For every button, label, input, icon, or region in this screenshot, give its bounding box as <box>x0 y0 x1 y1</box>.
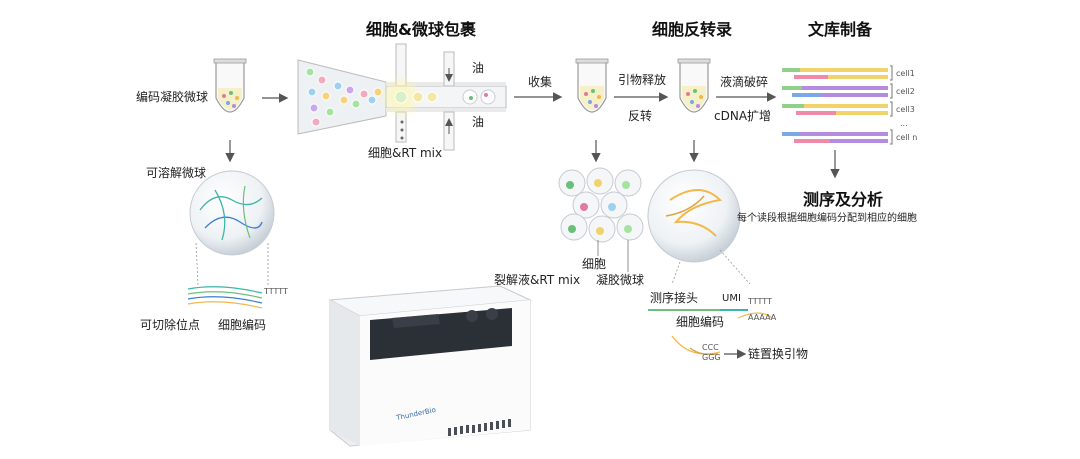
label-lysis-rt-mix: 裂解液&RT mix <box>494 273 581 287</box>
label-cleavage-site: 可切除位点 <box>140 318 201 332</box>
header-library-prep: 文库制备 <box>808 20 873 39</box>
library-reads <box>782 65 893 145</box>
header-reverse-transcription: 细胞反转录 <box>652 20 733 39</box>
adapter-strand <box>648 309 773 359</box>
label-polya: AAAAA <box>748 313 777 322</box>
label-cell-barcode: 细胞编码 <box>218 318 267 332</box>
label-collect: 收集 <box>528 75 553 89</box>
barcode-oligos <box>187 286 263 309</box>
label-seq-adapter: 测序接头 <box>650 291 699 305</box>
droplet-cluster <box>558 167 644 272</box>
rt-sphere <box>647 169 751 285</box>
label-barcode-beads: 编码凝胶微球 <box>136 90 209 104</box>
label-ccc: CCC <box>702 343 719 352</box>
label-oil-top: 油 <box>472 61 485 75</box>
label-cell-1: cell1 <box>896 69 915 78</box>
label-cell-barcode-2: 细胞编码 <box>676 315 725 329</box>
label-cell-2: cell2 <box>896 87 915 96</box>
soluble-bead-sphere <box>189 170 275 286</box>
label-seq-analysis-desc: 每个读段根据细胞编码分配到相应的细胞 <box>737 213 917 224</box>
label-cdna-amp: cDNA扩增 <box>714 109 772 123</box>
label-umi: UMI <box>722 293 741 304</box>
label-template-switch: 链置换引物 <box>748 347 809 361</box>
microfluidic-chip <box>297 43 507 151</box>
label-soluble-beads: 可溶解微球 <box>146 166 207 180</box>
header-encapsulation: 细胞&微球包裹 <box>366 20 476 39</box>
label-cell-n: cell n <box>896 133 918 142</box>
label-emulsion-break: 液滴破碎 <box>720 75 769 89</box>
instrument <box>328 285 532 447</box>
label-oil-bottom: 油 <box>472 115 485 129</box>
label-ggg: GGG <box>702 353 721 362</box>
chip-beads <box>305 67 383 127</box>
tube-rt <box>677 58 711 113</box>
tube-collected <box>575 58 609 113</box>
label-polyt-small: TTTTT <box>264 287 288 296</box>
label-cells-rt-mix: 细胞&RT mix <box>368 146 443 160</box>
label-primer-release: 引物释放 <box>618 73 667 87</box>
vent-slots <box>448 419 511 436</box>
label-cell: 细胞 <box>582 257 607 271</box>
label-reverse: 反转 <box>628 109 653 123</box>
label-cell-ellipsis: ... <box>900 119 908 128</box>
header-sequencing: 测序及分析 <box>803 190 884 209</box>
label-cell-3: cell3 <box>896 105 915 114</box>
label-gel-bead: 凝胶微球 <box>596 273 645 287</box>
tube-barcode-beads <box>213 58 247 113</box>
label-polyt: TTTTT <box>748 297 772 306</box>
